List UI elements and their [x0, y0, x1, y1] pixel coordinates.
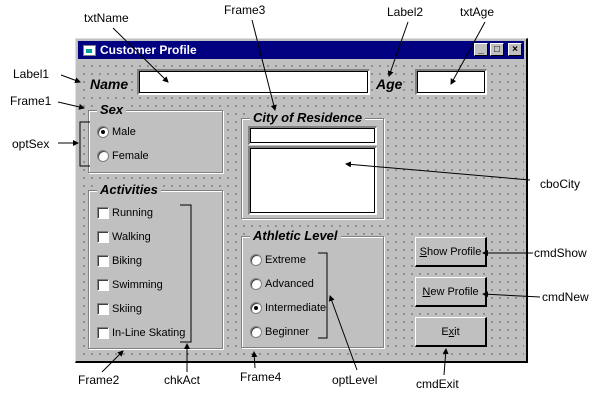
radio-selected-icon [97, 126, 109, 138]
radio-selected-icon [250, 302, 262, 314]
checkbox-label: Swimming [112, 279, 163, 291]
callout-optlevel: optLevel [332, 373, 378, 387]
callout-frame2: Frame2 [78, 373, 120, 387]
checkbox-icon [97, 207, 109, 219]
callout-frame1: Frame1 [10, 94, 52, 108]
activities-frame-title: Activities [97, 182, 161, 197]
checkbox-icon [97, 231, 109, 243]
checkbox-label: Walking [112, 231, 151, 243]
sex-option-male[interactable]: Male [97, 126, 136, 138]
level-option-extreme[interactable]: Extreme [250, 254, 306, 266]
option-label: Male [112, 126, 136, 138]
activity-skiing[interactable]: Skiing [97, 303, 142, 315]
checkbox-label: Biking [112, 255, 142, 267]
maximize-button[interactable]: □ [490, 43, 504, 56]
btn-accel: x [448, 325, 455, 338]
minimize-button[interactable]: _ [474, 43, 488, 56]
window-title: Customer Profile [100, 43, 197, 57]
activities-frame: Activities Running Walking Biking Swimmi… [88, 182, 223, 349]
callout-cmdshow: cmdShow [534, 246, 587, 260]
btn-text: E [441, 325, 449, 338]
name-label: Name [90, 76, 129, 92]
radio-icon [250, 278, 262, 290]
btn-text: how Profile [426, 245, 482, 258]
callout-txtname: txtName [84, 11, 129, 25]
option-label: Extreme [265, 254, 306, 266]
city-frame-title: City of Residence [250, 110, 366, 125]
option-label: Beginner [265, 326, 310, 338]
name-textbox[interactable] [137, 69, 370, 95]
checkbox-icon [97, 327, 109, 339]
form-client-area: Name Age Sex Male Female Activities Runn… [78, 60, 524, 359]
callout-cmdnew: cmdNew [542, 290, 589, 304]
city-combo-input[interactable] [248, 126, 377, 145]
level-option-intermediate[interactable]: Intermediate [250, 302, 326, 314]
callout-txtage: txtAge [460, 5, 495, 19]
city-combo-list[interactable] [248, 146, 377, 215]
btn-accel: N [422, 285, 431, 298]
callout-frame3: Frame3 [224, 3, 266, 17]
checkbox-label: Skiing [112, 303, 142, 315]
checkbox-label: In-Line Skating [112, 327, 186, 339]
close-button[interactable]: × [508, 43, 522, 56]
callout-frame4: Frame4 [240, 370, 282, 384]
radio-icon [250, 326, 262, 338]
callout-cbocity: cboCity [540, 177, 581, 191]
sex-frame: Sex Male Female [88, 102, 223, 173]
activity-swimming[interactable]: Swimming [97, 279, 163, 291]
activity-running[interactable]: Running [97, 207, 153, 219]
callout-label1: Label1 [13, 67, 50, 81]
checkbox-label: Running [112, 207, 153, 219]
callout-chkact: chkAct [164, 373, 201, 387]
activity-walking[interactable]: Walking [97, 231, 151, 243]
sex-option-female[interactable]: Female [97, 150, 149, 162]
level-option-beginner[interactable]: Beginner [250, 326, 309, 338]
age-label: Age [376, 76, 403, 92]
callout-label2: Label2 [387, 5, 424, 19]
btn-text: it [454, 325, 460, 338]
activity-biking[interactable]: Biking [97, 255, 142, 267]
checkbox-icon [97, 255, 109, 267]
radio-icon [97, 150, 109, 162]
athletic-level-frame: Athletic Level Extreme Advanced Intermed… [241, 228, 384, 348]
athletic-level-frame-title: Athletic Level [250, 228, 341, 243]
btn-accel: S [419, 245, 427, 258]
app-icon [83, 45, 96, 56]
sex-frame-title: Sex [97, 102, 127, 117]
customer-profile-window: Customer Profile _ □ × Name Age Sex Male… [75, 38, 528, 363]
level-option-advanced[interactable]: Advanced [250, 278, 314, 290]
callout-optsex: optSex [12, 137, 50, 151]
checkbox-icon [97, 303, 109, 315]
checkbox-icon [97, 279, 109, 291]
option-label: Advanced [265, 278, 314, 290]
radio-icon [250, 254, 262, 266]
option-label: Female [112, 150, 149, 162]
callout-cmdexit: cmdExit [416, 377, 459, 391]
btn-text: ew Profile [430, 285, 479, 298]
city-frame: City of Residence [241, 110, 384, 219]
option-label: Intermediate [265, 302, 327, 314]
activity-inline-skating[interactable]: In-Line Skating [97, 327, 185, 339]
title-bar[interactable]: Customer Profile _ □ × [78, 41, 524, 59]
age-textbox[interactable] [415, 69, 487, 95]
